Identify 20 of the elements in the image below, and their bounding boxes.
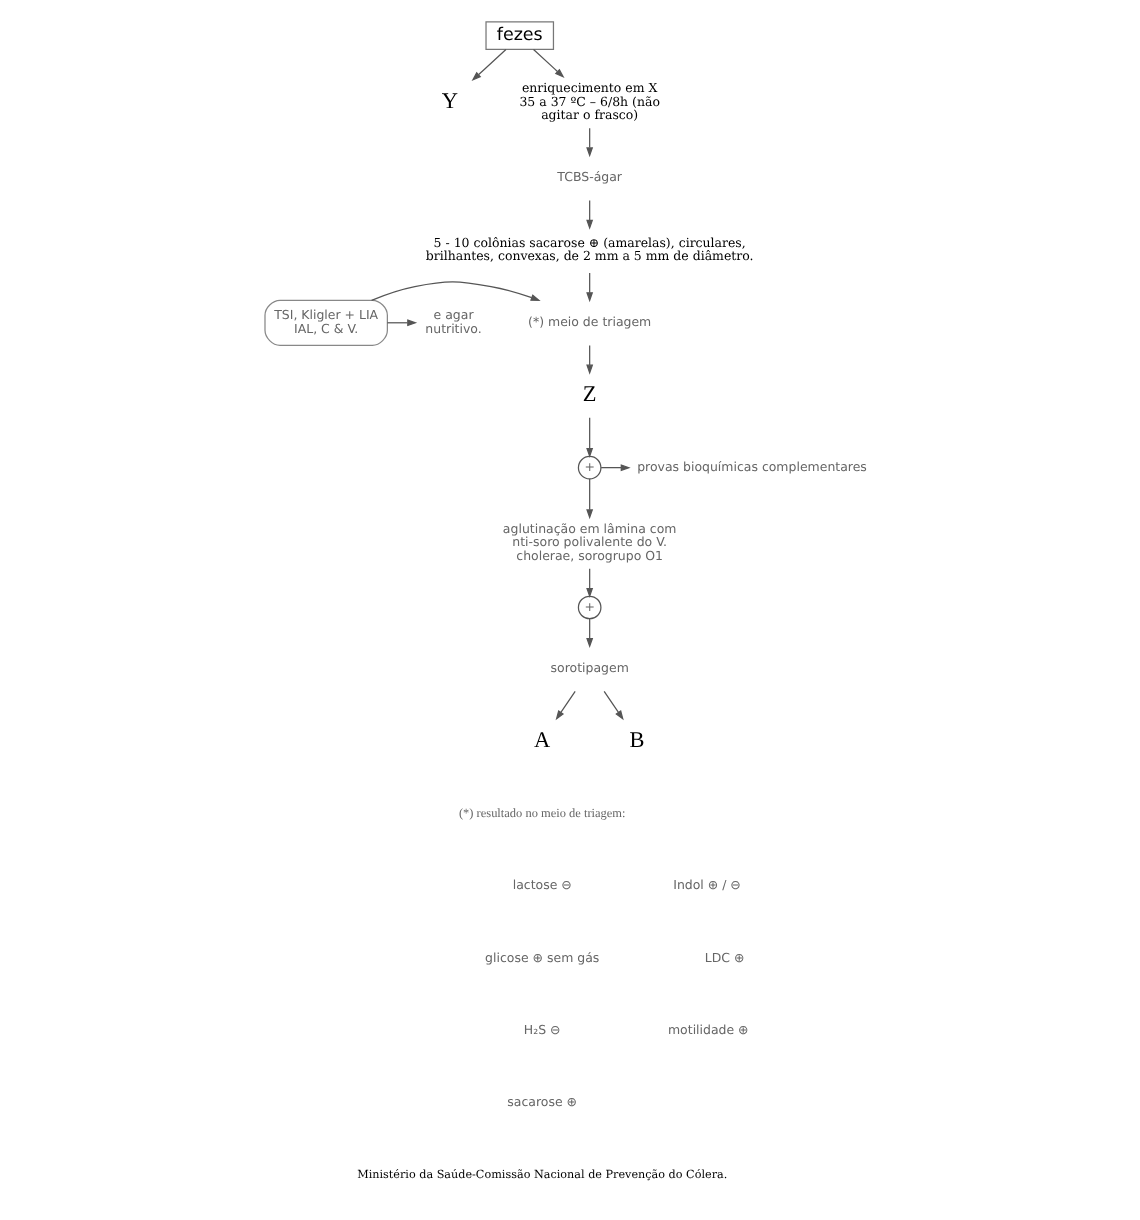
arrow xyxy=(586,478,594,520)
arrow xyxy=(371,281,541,301)
arrow xyxy=(471,48,507,82)
arrow xyxy=(586,199,594,230)
node-text: Y xyxy=(441,89,458,114)
arrow xyxy=(586,344,594,375)
arrow xyxy=(586,127,594,158)
node-box: fezes xyxy=(485,21,555,50)
arrow xyxy=(586,568,594,598)
arrow xyxy=(603,690,624,721)
arrow xyxy=(600,464,631,472)
node-text: Z xyxy=(582,382,597,407)
node-text: A xyxy=(534,728,551,753)
arrow xyxy=(532,48,565,79)
node-text: B xyxy=(629,728,645,753)
arrow xyxy=(555,690,576,721)
arrow xyxy=(586,417,594,458)
arrow xyxy=(386,319,418,327)
arrow xyxy=(586,618,594,649)
arrow xyxy=(586,272,594,303)
